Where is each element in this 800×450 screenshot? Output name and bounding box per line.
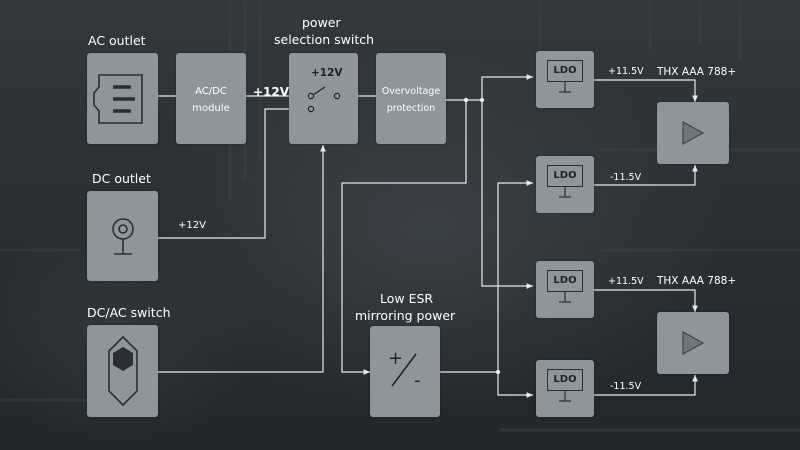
ldo-label: LDO [547, 369, 583, 391]
wire-esr-ldo4 [497, 372, 533, 398]
wire-ldo2-amp1 [594, 165, 698, 186]
dc-outlet-block [87, 191, 158, 281]
ldo-label: LDO [547, 270, 583, 292]
junction-dot [495, 369, 501, 375]
dc-ac-switch-block [87, 325, 158, 417]
ground-icon [559, 292, 571, 303]
wire-switch-control [158, 145, 326, 373]
wire-dc-to-switch [158, 108, 302, 239]
thx-amplifier-block-top [657, 102, 729, 164]
ldo-block-2: LDO [536, 156, 594, 213]
ac-outlet-block [87, 53, 158, 144]
wire-bus-ldo3 [481, 100, 533, 289]
overvoltage-label-line1: Overvoltage [381, 86, 441, 97]
ac-dc-module-block: AC/DC module [176, 53, 246, 144]
ground-icon [559, 187, 571, 198]
ac-socket-icon [93, 74, 143, 124]
low-esr-block: + - [370, 326, 440, 417]
ac-dc-module-label-line1: AC/DC [195, 86, 227, 97]
power-selection-title-line1: power [302, 15, 341, 30]
wire-ldo4-amp2 [594, 375, 698, 396]
voltage-label-pos-top: +11.5V [608, 66, 644, 77]
thx-label-top: THX AAA 788+ [657, 66, 737, 78]
low-esr-title-line1: Low ESR [380, 291, 434, 306]
ldo-label: LDO [547, 60, 583, 82]
selection-switch-icon [307, 86, 341, 113]
ground-icon [559, 82, 571, 93]
ldo-block-4: LDO [536, 360, 594, 417]
wire-esr-ldo2 [497, 180, 533, 372]
wire-bus-ldo1 [481, 74, 533, 100]
ground-icon [559, 391, 571, 402]
voltage-label-neg-top: -11.5V [610, 172, 642, 183]
amplifier-triangle-icon [682, 331, 705, 355]
voltage-label-neg-bottom: -11.5V [610, 381, 642, 392]
voltage-label-12v-dc: +12V [178, 220, 206, 231]
low-esr-plus: + [388, 348, 404, 369]
ac-dc-module-label-line2: module [192, 103, 230, 114]
wire-ldo3-amp2 [594, 289, 698, 312]
wire-to-low-esr [341, 100, 467, 375]
ac-outlet-title: AC outlet [88, 33, 146, 48]
low-esr-title-line2: mirroring power [355, 308, 456, 323]
thx-amplifier-block-bottom [657, 312, 729, 374]
wire-ldo1-amp1 [594, 79, 698, 102]
ldo-block-1: LDO [536, 51, 594, 108]
low-esr-minus: - [414, 370, 421, 391]
switch-voltage-label: +12V [311, 67, 343, 79]
power-selection-switch-block: +12V [289, 53, 358, 144]
junction-dot [463, 97, 469, 103]
voltage-label-12v: +12V [253, 85, 290, 99]
dc-ac-switch-title: DC/AC switch [87, 305, 171, 320]
ldo-label: LDO [547, 165, 583, 187]
thx-label-bottom: THX AAA 788+ [657, 275, 737, 287]
rocker-switch-icon [108, 335, 138, 407]
amplifier-triangle-icon [682, 121, 705, 145]
voltage-label-pos-bottom: +11.5V [608, 276, 644, 287]
overvoltage-protection-block: Overvoltage protection [376, 53, 446, 144]
dc-outlet-title: DC outlet [92, 171, 151, 186]
junction-dot [479, 97, 485, 103]
power-selection-title-line2: selection switch [274, 32, 375, 47]
low-esr-icon [391, 353, 417, 387]
dc-jack-icon [112, 218, 134, 255]
ldo-block-3: LDO [536, 261, 594, 318]
overvoltage-label-line2: protection [386, 103, 436, 114]
